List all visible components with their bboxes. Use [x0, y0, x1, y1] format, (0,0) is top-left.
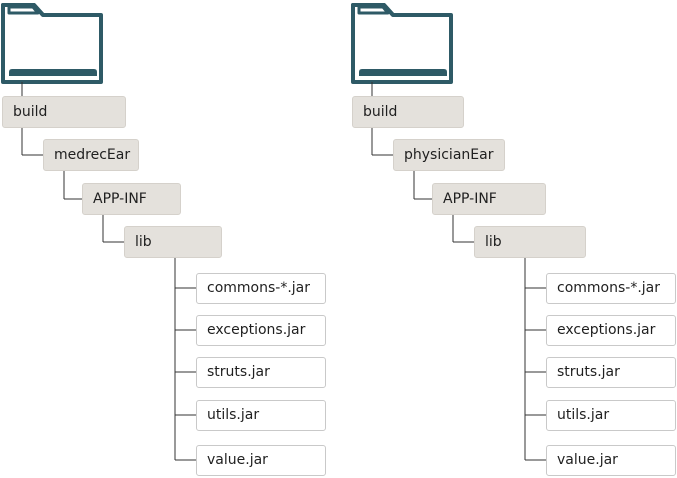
folder-lib: lib: [124, 226, 222, 258]
folder-icon: [351, 3, 453, 84]
folder-app-inf: APP-INF: [432, 183, 546, 215]
file-exceptions-jar: exceptions.jar: [546, 315, 676, 346]
file-value-jar: value.jar: [546, 445, 676, 476]
file-exceptions-jar: exceptions.jar: [196, 315, 326, 346]
folder-ear: medrecEar: [43, 139, 139, 171]
file-utils-jar: utils.jar: [196, 400, 326, 431]
file-commons-jar: commons-*.jar: [196, 273, 326, 304]
tree-connectors: [371, 82, 546, 461]
directory-tree-right: build physicianEar APP-INF lib commons-*…: [350, 0, 677, 478]
file-struts-jar: struts.jar: [546, 357, 676, 388]
file-utils-jar: utils.jar: [546, 400, 676, 431]
folder-app-inf: APP-INF: [82, 183, 181, 215]
tree-connectors: [21, 82, 196, 461]
folder-build: build: [352, 96, 464, 128]
folder-icon: [1, 3, 103, 84]
folder-ear: physicianEar: [393, 139, 505, 171]
file-struts-jar: struts.jar: [196, 357, 326, 388]
file-value-jar: value.jar: [196, 445, 326, 476]
file-commons-jar: commons-*.jar: [546, 273, 676, 304]
folder-lib: lib: [474, 226, 586, 258]
directory-tree-left: build medrecEar APP-INF lib commons-*.ja…: [1, 3, 326, 476]
folder-build: build: [2, 96, 126, 128]
